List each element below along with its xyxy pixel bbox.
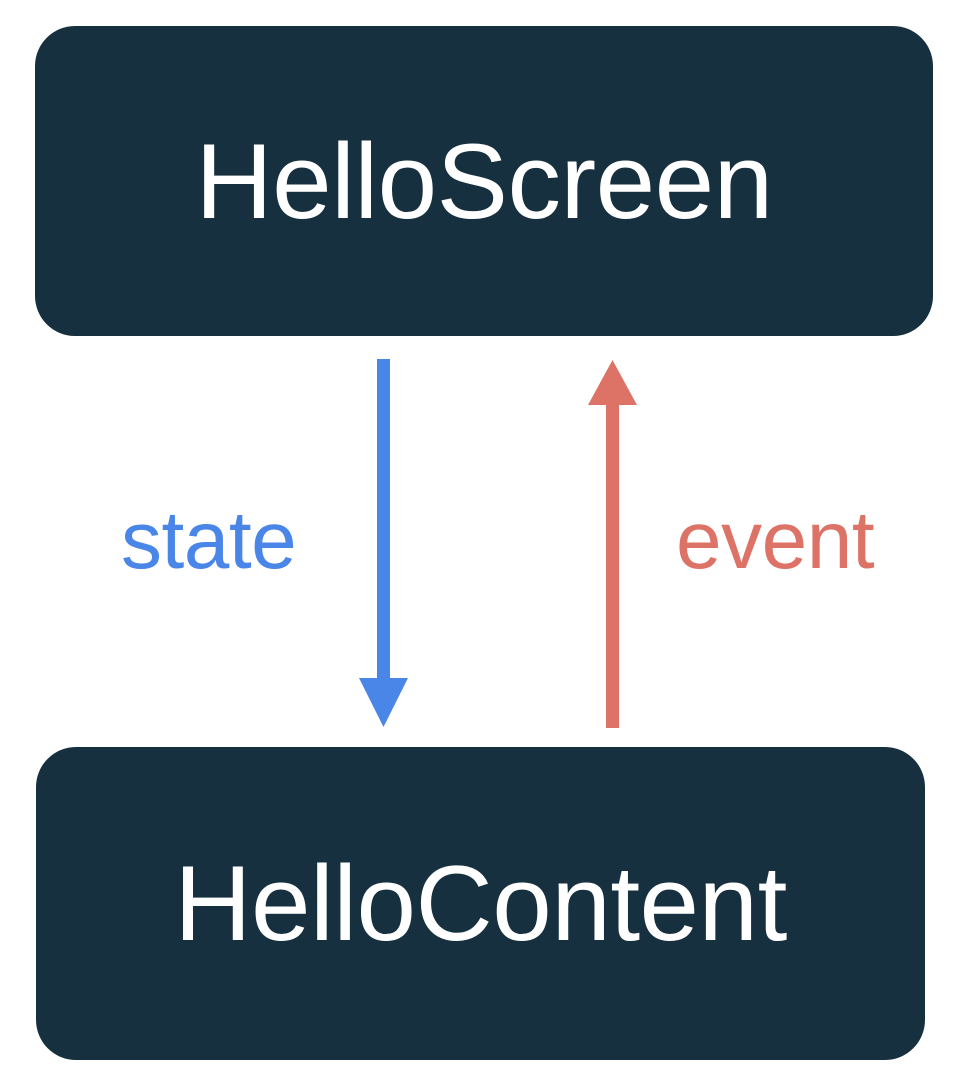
node-hello-screen-label: HelloScreen [195,120,773,241]
node-hello-screen[interactable]: HelloScreen [35,26,933,336]
state-arrow-down-icon [359,359,408,727]
edge-label-event: event [676,495,875,586]
node-hello-content[interactable]: HelloContent [36,747,925,1060]
event-arrow-up-icon [588,360,637,728]
edge-label-state: state [121,495,297,586]
node-hello-content-label: HelloContent [174,843,787,963]
